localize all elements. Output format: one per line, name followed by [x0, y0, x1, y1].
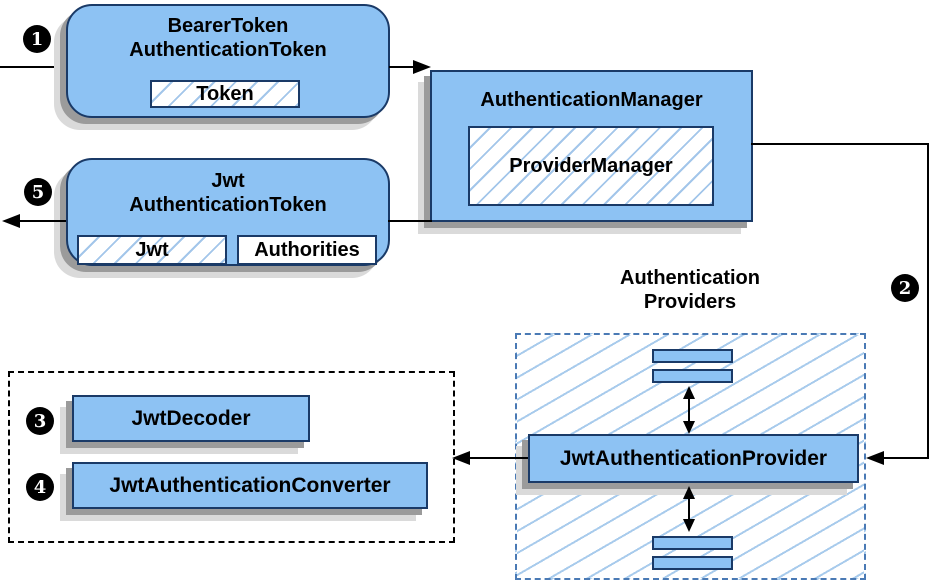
token-field-label: Token: [196, 82, 254, 105]
double-arrow-down-icon: [683, 421, 695, 434]
step-badge-1: 1: [23, 25, 51, 53]
authorities-field-chip: Authorities: [237, 235, 377, 265]
provider-manager-chip: ProviderManager: [468, 126, 714, 206]
authorities-field-label: Authorities: [254, 238, 360, 261]
node-bearer-token-authentication-token: BearerToken AuthenticationToken Token: [66, 4, 390, 118]
double-arrow-bottom-shaft: [688, 498, 690, 520]
providers-group-label: Authentication Providers: [565, 266, 815, 314]
node-jwt-authentication-provider: JwtAuthenticationProvider: [528, 434, 859, 483]
double-arrow-down-icon: [683, 519, 695, 532]
step-number: 3: [33, 410, 47, 432]
step-badge-3: 3: [26, 407, 54, 435]
double-arrow-top-shaft: [688, 398, 690, 422]
step-number: 4: [33, 476, 47, 498]
node-authentication-manager-title: AuthenticationManager: [432, 72, 751, 112]
step-number: 2: [898, 277, 912, 299]
step-number: 1: [30, 28, 44, 50]
node-bearer-token-title: BearerToken AuthenticationToken: [68, 6, 388, 62]
title-line-1: Jwt: [211, 170, 245, 192]
provider-manager-label: ProviderManager: [509, 154, 673, 177]
title-line-2: AuthenticationToken: [129, 194, 327, 216]
manager-to-provider-connector-top: [751, 143, 929, 145]
node-jwt-token-title: Jwt AuthenticationToken: [68, 160, 388, 217]
step-badge-4: 4: [26, 473, 54, 501]
manager-to-jwt-token-connector: [388, 220, 432, 222]
node-authentication-manager: AuthenticationManager ProviderManager: [430, 70, 753, 222]
double-arrow-up-icon: [683, 486, 695, 499]
double-arrow-up-icon: [683, 386, 695, 399]
token-field-chip: Token: [150, 80, 300, 108]
node-jwt-authentication-converter-title: JwtAuthenticationConverter: [109, 473, 391, 497]
node-jwt-decoder: JwtDecoder: [72, 395, 310, 442]
node-jwt-decoder-title: JwtDecoder: [131, 406, 251, 430]
step-number: 5: [31, 181, 45, 203]
title-line-1: BearerToken: [167, 15, 289, 37]
bearer-to-manager-connector: [389, 66, 414, 68]
step-badge-2: 2: [891, 274, 919, 302]
node-jwt-authentication-provider-title: JwtAuthenticationProvider: [559, 446, 828, 470]
title-line-1: AuthenticationManager: [480, 89, 703, 111]
provider-to-decoders-connector: [470, 457, 528, 459]
provider-stack-bar: [652, 556, 733, 570]
provider-stack-bar: [652, 349, 733, 363]
label-line-2: Providers: [643, 291, 737, 313]
node-jwt-authentication-token: Jwt AuthenticationToken Jwt Authorities: [66, 158, 390, 266]
jwt-token-out-arrowhead-icon: [2, 214, 20, 228]
manager-to-provider-arrowhead-icon: [866, 451, 884, 465]
request-in-connector: [0, 66, 66, 68]
jwt-field-label: Jwt: [135, 238, 169, 261]
step-badge-5: 5: [24, 178, 52, 206]
bearer-to-manager-arrowhead-icon: [413, 60, 431, 74]
manager-to-provider-connector-bottom: [884, 457, 929, 459]
provider-to-decoders-arrowhead-icon: [452, 451, 470, 465]
manager-to-provider-connector-vertical: [927, 143, 929, 459]
jwt-field-chip: Jwt: [77, 235, 227, 265]
provider-stack-bar: [652, 369, 733, 383]
node-jwt-authentication-converter: JwtAuthenticationConverter: [72, 462, 428, 509]
title-line-2: AuthenticationToken: [129, 39, 327, 61]
provider-stack-bar: [652, 536, 733, 550]
decoders-group-frame: [8, 371, 455, 543]
label-line-1: Authentication: [620, 267, 760, 289]
jwt-token-out-connector: [18, 220, 66, 222]
